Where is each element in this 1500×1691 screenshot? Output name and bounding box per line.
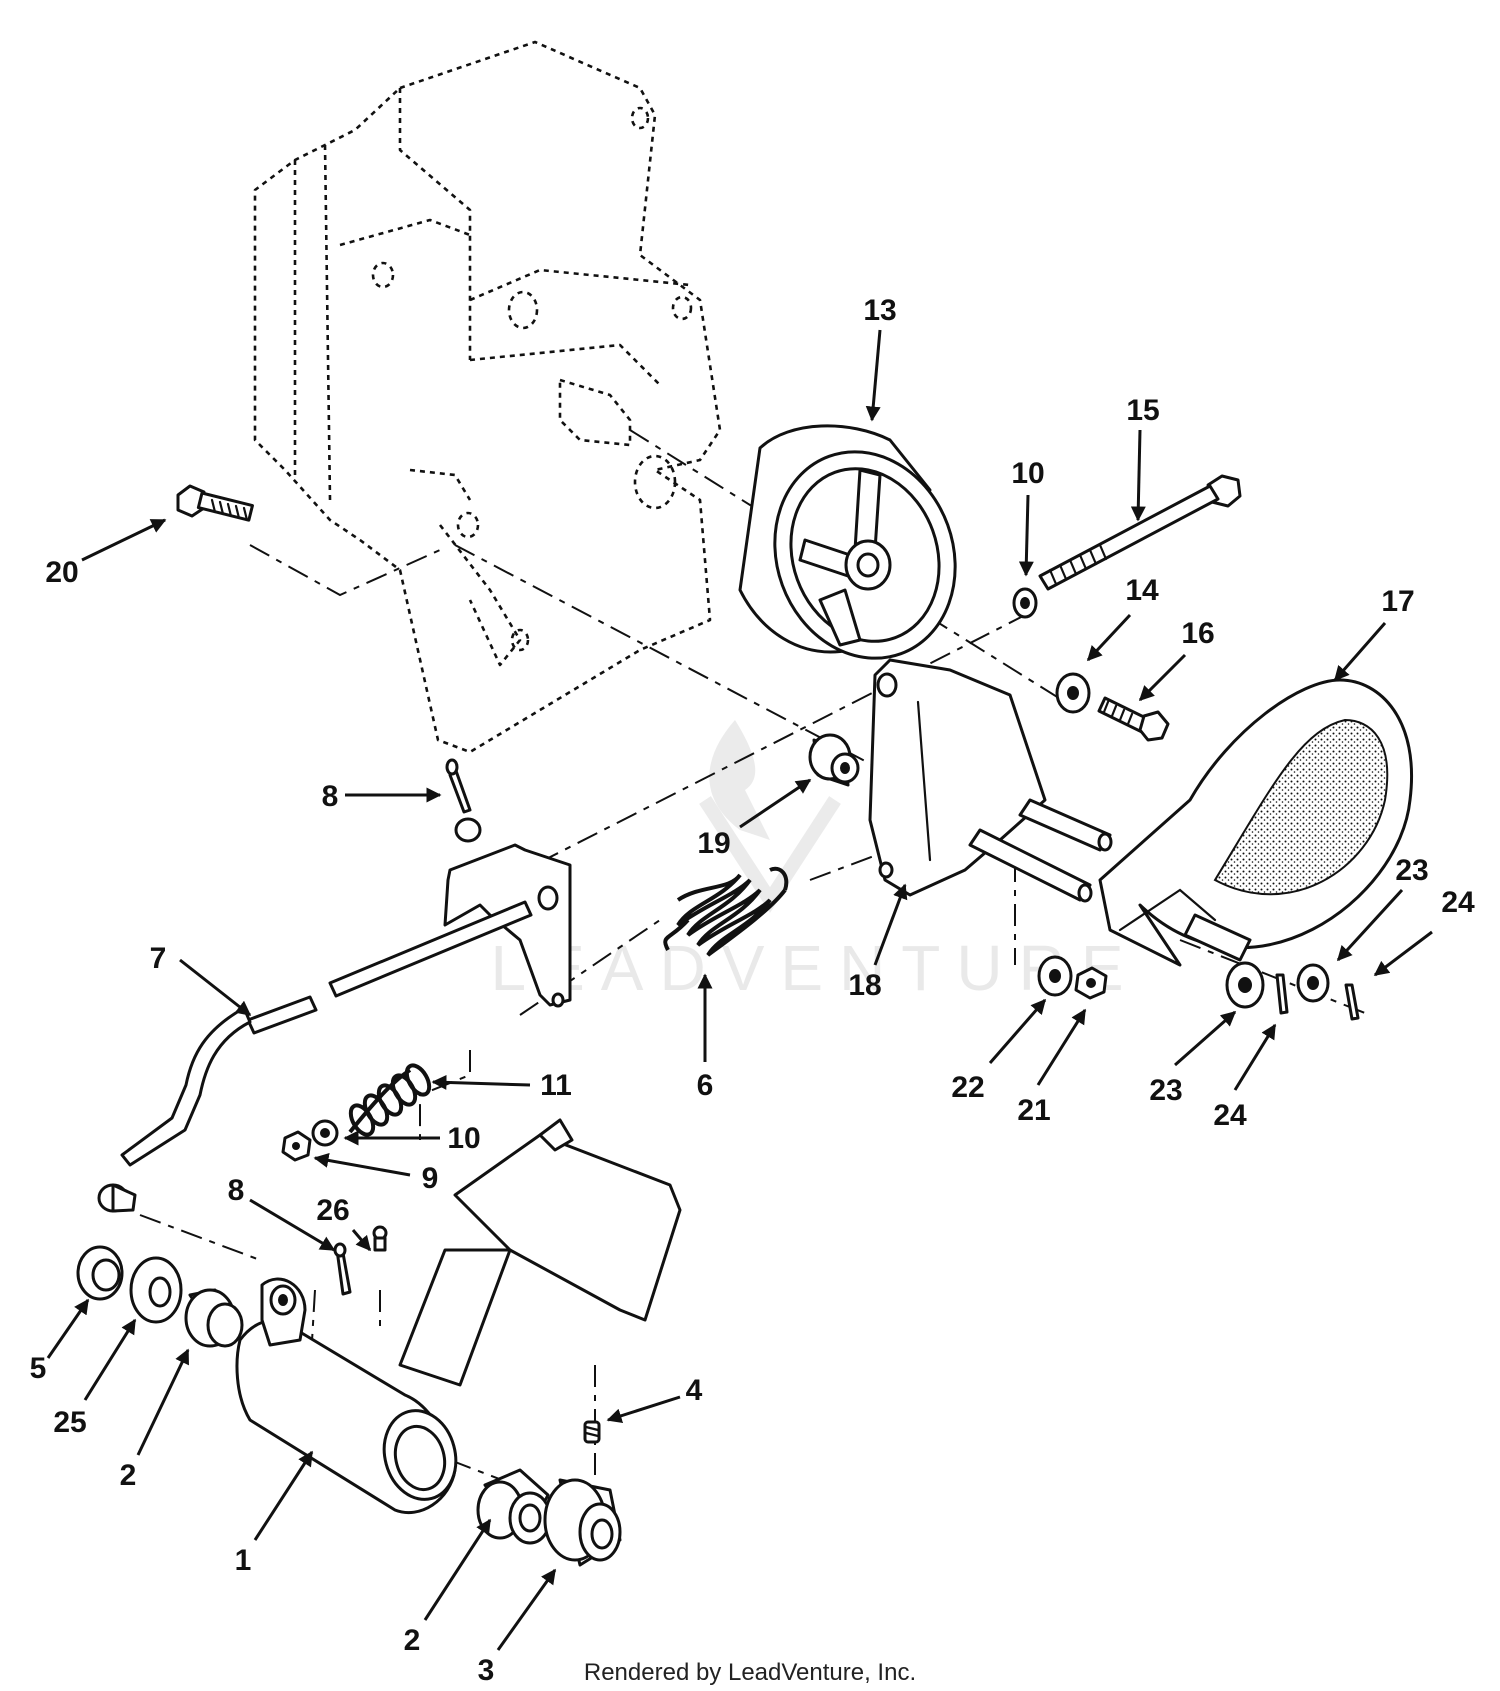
- washer-10-top: [1012, 587, 1038, 619]
- callout-26: 26: [316, 1194, 349, 1227]
- callout-21: 21: [1017, 1094, 1050, 1127]
- cotter-pin-8-bottom: [333, 1242, 352, 1296]
- callout-19: 19: [697, 827, 730, 860]
- callout-2-left: 2: [120, 1459, 137, 1492]
- callout-6: 6: [697, 1069, 714, 1102]
- callout-2-right: 2: [404, 1624, 421, 1657]
- cotter-pin-8-top: [445, 758, 472, 814]
- bushing-2-right: [476, 1468, 552, 1545]
- washer-23-right: [1296, 963, 1330, 1003]
- callout-20: 20: [45, 556, 78, 589]
- washer-14: [1055, 672, 1091, 714]
- callout-24-upper: 24: [1441, 886, 1475, 919]
- footer-credit: Rendered by LeadVenture, Inc.: [584, 1659, 916, 1686]
- rod-7: [97, 900, 533, 1213]
- washer-23-left: [1225, 961, 1265, 1009]
- callout-22: 22: [951, 1071, 984, 1104]
- callout-3: 3: [478, 1654, 495, 1687]
- callout-9: 9: [422, 1162, 439, 1195]
- callout-16: 16: [1181, 617, 1214, 650]
- washer-10-bottom: [311, 1119, 339, 1147]
- setscrew-4: [583, 1420, 601, 1444]
- callout-24-lower: 24: [1213, 1099, 1247, 1132]
- bolt-20: [176, 484, 254, 522]
- callout-23-upper: 23: [1395, 854, 1428, 887]
- bracket-18: [868, 658, 1113, 903]
- washer-25: [129, 1256, 183, 1324]
- bolt-16: [1097, 696, 1170, 742]
- collar-5: [76, 1245, 124, 1301]
- callout-13: 13: [863, 294, 896, 327]
- leader-arrows: [46, 329, 1433, 1651]
- callout-23-lower: 23: [1149, 1074, 1182, 1107]
- callout-7: 7: [150, 942, 167, 975]
- callout-4: 4: [686, 1374, 703, 1407]
- pulley-13: [738, 424, 957, 660]
- callout-10-top: 10: [1011, 457, 1044, 490]
- nut-21: [1074, 966, 1108, 1000]
- engine-outline: [253, 40, 722, 754]
- callout-14: 14: [1125, 574, 1159, 607]
- callout-15: 15: [1126, 394, 1159, 427]
- pin-24-left: [1275, 973, 1289, 1015]
- bushing-19: [808, 733, 860, 787]
- pedal-arm-1: [235, 1118, 682, 1515]
- nut-9: [281, 1130, 312, 1162]
- callout-8-bottom: 8: [228, 1174, 245, 1207]
- callout-labels: 20 13 15 10 14 16 17 8 19 7 6 18 23 24 2…: [30, 294, 1475, 1687]
- callout-25: 25: [53, 1406, 86, 1439]
- collar-3: [543, 1478, 622, 1567]
- grease-fitting-26: [372, 1225, 388, 1252]
- spring-6: [663, 866, 789, 957]
- callout-11: 11: [540, 1069, 572, 1102]
- bushing-2-left: [184, 1288, 244, 1348]
- bolt-15: [1038, 474, 1242, 591]
- watermark-text: LEADVENTURE: [491, 932, 1140, 1004]
- washer-22: [1037, 955, 1073, 997]
- spring-11: [348, 1063, 432, 1137]
- callout-17: 17: [1381, 585, 1414, 618]
- callout-5: 5: [30, 1352, 47, 1385]
- pin-24-right: [1344, 983, 1360, 1021]
- callout-1: 1: [235, 1544, 252, 1577]
- callout-18: 18: [848, 969, 881, 1002]
- brake-band-17: [1098, 678, 1413, 967]
- callout-8-top: 8: [322, 780, 339, 813]
- watermark: LEADVENTURE: [491, 720, 1140, 1004]
- callout-10-bottom: 10: [447, 1122, 480, 1155]
